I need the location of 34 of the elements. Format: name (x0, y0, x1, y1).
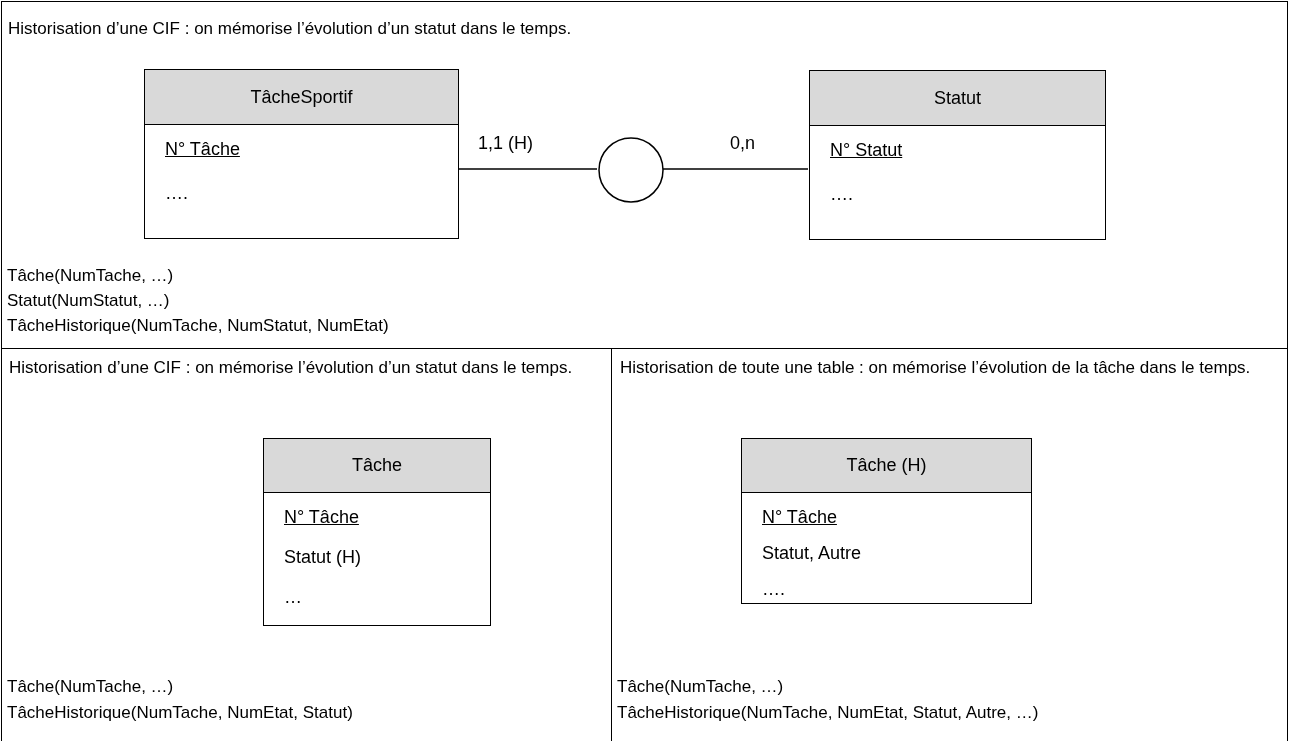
relation-schema: Statut(NumStatut, …) (7, 290, 170, 311)
entity-title: Statut (933, 87, 982, 109)
identifier-attribute: N° Tâche (165, 139, 240, 160)
identifier-attribute: N° Tâche (284, 507, 359, 528)
table-cell (1, 1, 1288, 349)
entity-attribute: … (284, 587, 302, 608)
cardinality-label: 0,n (730, 133, 756, 154)
relation-schema: TâcheHistorique(NumTache, NumStatut, NumEtat) (7, 315, 389, 336)
association-circle (598, 137, 664, 203)
identifier-attribute: N° Statut (830, 140, 903, 161)
entity-box (809, 70, 1106, 240)
entity-title: Tâche (H) (845, 455, 928, 476)
relation-schema: TâcheHistorique(NumTache, NumEtat, Statut) (7, 702, 353, 723)
relation-schema: TâcheHistorique(NumTache, NumEtat, Statut, Autre, …) (617, 702, 1039, 723)
relation-schema: Tâche(NumTache, …) (7, 676, 174, 697)
connector-line (457, 168, 598, 170)
entity-attribute: Statut, Autre (762, 543, 862, 564)
entity-title: Tâche (351, 455, 403, 476)
relation-schema: Tâche(NumTache, …) (617, 676, 784, 697)
description-text: Historisation d’une CIF : on mémorise l’évolution d’un statut dans le temps. (9, 357, 574, 379)
entity-attribute: Statut (H) (284, 547, 362, 568)
entity-box (263, 438, 491, 626)
relation-schema: Tâche(NumTache, …) (7, 265, 174, 286)
description-text: Historisation d’une CIF : on mémorise l’évolution d’un statut dans le temps. (8, 18, 573, 40)
description-text: Historisation de toute une table : on mémorise l’évolution de la tâche dans le temps. (620, 357, 1252, 379)
entity-attribute: …. (165, 183, 188, 204)
entity-attribute: …. (762, 579, 785, 600)
identifier-attribute: N° Tâche (762, 507, 837, 528)
cardinality-label: 1,1 (H) (478, 133, 533, 154)
entity-attribute: …. (830, 184, 853, 205)
connector-line (662, 168, 809, 170)
entity-title: TâcheSportif (249, 86, 354, 108)
entity-box (144, 69, 459, 239)
entity-box (741, 438, 1032, 604)
